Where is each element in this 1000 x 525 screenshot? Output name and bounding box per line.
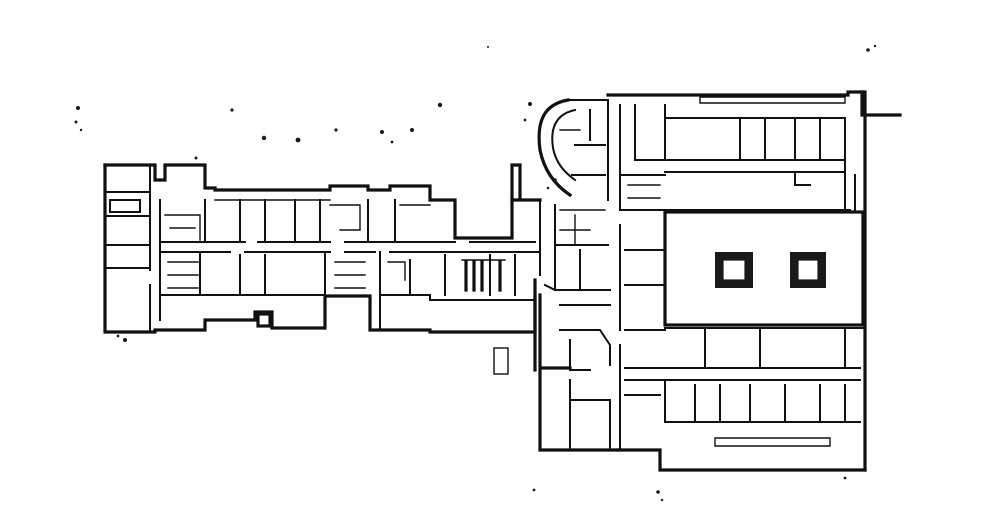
west-wing [103,163,542,334]
connector-corridor [493,98,620,452]
scan-noise [74,44,877,502]
east-wing [606,90,902,472]
